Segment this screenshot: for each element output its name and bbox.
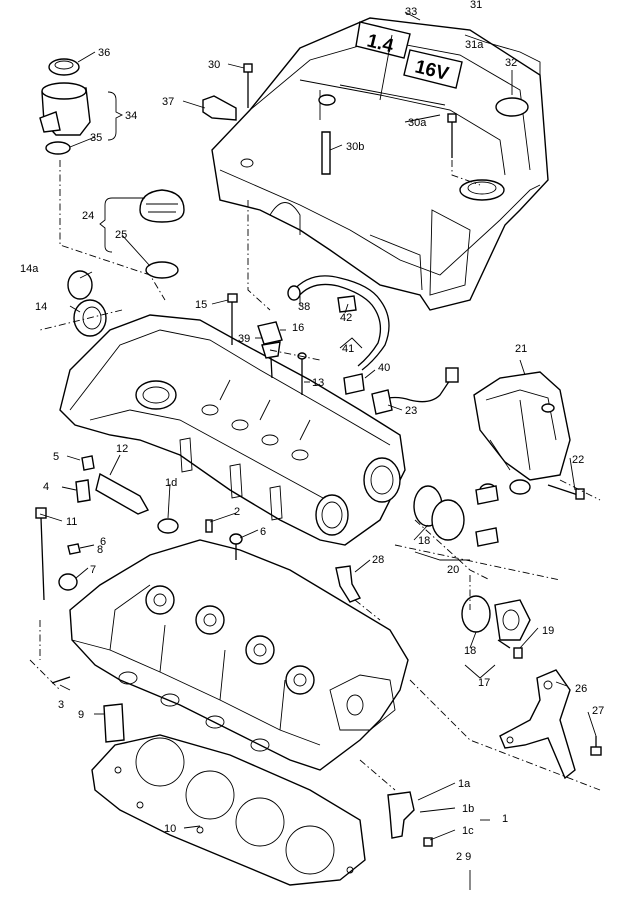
callout-41: 41 <box>342 343 354 355</box>
callout-31a: 31a <box>465 39 484 51</box>
callout-18-upper: 18 <box>418 535 430 547</box>
callout-12: 12 <box>116 443 128 455</box>
camshaft-housing <box>59 314 406 546</box>
callout-1: 1 <box>502 813 508 825</box>
cylinder-head <box>69 539 409 771</box>
callout-18-lower: 18 <box>464 645 476 657</box>
callout-30: 30 <box>208 59 220 71</box>
callout-22: 22 <box>572 454 584 466</box>
callout-32: 32 <box>505 57 517 69</box>
callout-25: 25 <box>115 229 127 241</box>
callout-9: 9 <box>78 709 84 721</box>
oil-filler-neck <box>39 58 91 155</box>
small-parts <box>35 455 243 743</box>
callout-3: 3 <box>58 699 64 711</box>
callout-29: 2 9 <box>456 851 471 863</box>
callout-34: 34 <box>125 110 137 122</box>
breather-hose <box>287 275 390 395</box>
callout-10: 10 <box>164 823 176 835</box>
callout-16: 16 <box>292 322 304 334</box>
callout-11: 11 <box>66 516 77 528</box>
bolt-27 <box>590 736 602 756</box>
callout-13: 13 <box>312 377 324 389</box>
callout-38: 38 <box>298 301 310 313</box>
bracket-1 <box>387 791 433 847</box>
callout-2: 2 <box>234 506 240 518</box>
callout-39: 39 <box>238 333 250 345</box>
callout-6-left: 6 <box>100 536 106 548</box>
callout-36: 36 <box>98 47 110 59</box>
sensor-cable <box>371 367 459 415</box>
oil-filler-cap <box>139 189 185 279</box>
callout-6-right: 6 <box>260 526 266 538</box>
engine-cover: 1.4 16V <box>202 17 549 311</box>
callout-15: 15 <box>195 299 207 311</box>
callout-labels: 33 31 31a 32 30 30a 30b 36 34 35 37 24 2… <box>20 0 604 863</box>
callout-30b: 30b <box>346 141 364 153</box>
callout-31: 31 <box>470 0 482 11</box>
callout-1a: 1a <box>458 778 471 790</box>
throttle-housing <box>473 371 571 497</box>
callout-leaders <box>39 11 597 890</box>
callout-40: 40 <box>378 362 390 374</box>
callout-33: 33 <box>405 6 417 18</box>
bracket-28 <box>335 565 362 603</box>
callout-20: 20 <box>447 564 459 576</box>
callout-17: 17 <box>478 677 490 689</box>
callout-24: 24 <box>82 210 94 222</box>
callout-8: 8 <box>97 544 103 556</box>
callout-35: 35 <box>90 132 102 144</box>
callout-42: 42 <box>340 312 352 324</box>
callout-14: 14 <box>35 301 47 313</box>
leader-lines <box>29 160 601 791</box>
head-gasket <box>91 734 366 886</box>
callout-23: 23 <box>405 405 417 417</box>
cover-bolts <box>243 63 529 175</box>
callout-1b: 1b <box>462 803 474 815</box>
bolt-22 <box>547 484 585 500</box>
callout-7: 7 <box>90 564 96 576</box>
callout-19: 19 <box>542 625 554 637</box>
callout-1d: 1d <box>165 477 177 489</box>
callout-37: 37 <box>162 96 174 108</box>
callout-27: 27 <box>592 705 604 717</box>
thermostat-housing <box>413 485 499 547</box>
callout-1c: 1c <box>462 825 474 837</box>
bracket-26 <box>499 669 576 780</box>
callout-21: 21 <box>515 343 527 355</box>
callout-28: 28 <box>372 554 384 566</box>
callout-26: 26 <box>575 683 587 695</box>
coolant-flange <box>461 595 531 659</box>
callout-14a: 14a <box>20 263 39 275</box>
callout-4: 4 <box>43 481 49 493</box>
callout-5: 5 <box>53 451 59 463</box>
callout-30a: 30a <box>408 117 427 129</box>
camshaft-seals <box>67 270 107 337</box>
